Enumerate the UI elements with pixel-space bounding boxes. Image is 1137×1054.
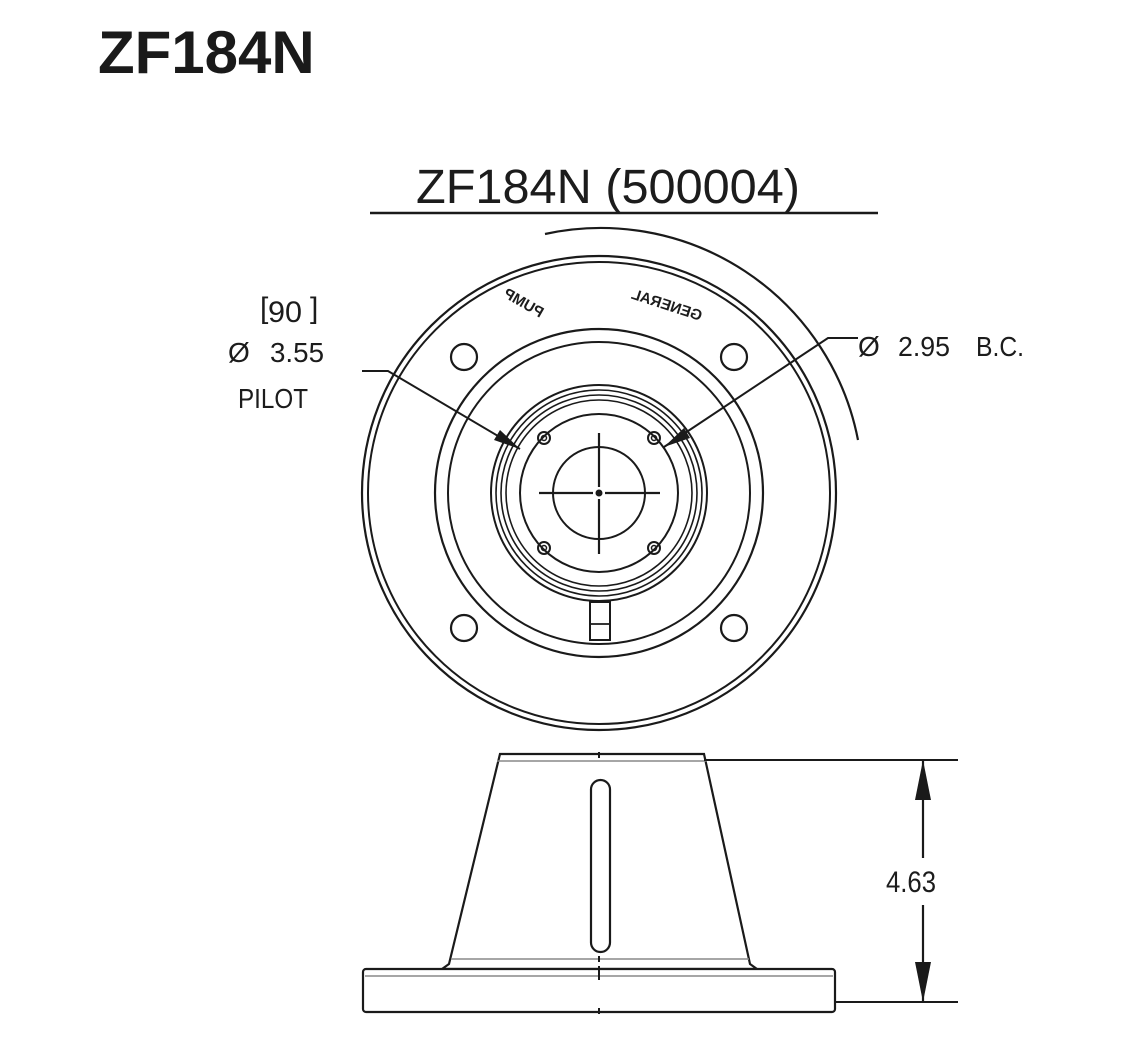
side-slot: [589, 778, 612, 954]
svg-text:[: [: [260, 292, 269, 325]
small-bolt-holes: [537, 431, 661, 555]
dimension-arrow-up-icon: [915, 760, 931, 800]
bore-ring: [519, 413, 679, 573]
svg-text:GENERAL: GENERAL: [629, 286, 704, 325]
embossed-text: PUMP GENERAL: [500, 285, 704, 325]
mounting-holes: [449, 342, 749, 643]
outer-reference-arc: [544, 226, 860, 441]
bc-diameter-symbol: Ø: [858, 331, 880, 362]
cone-body: [438, 752, 761, 971]
pilot-label: PILOT: [238, 383, 308, 414]
bolt-circle-callout: Ø 2.95 B.C.: [858, 331, 1024, 362]
pilot-diameter-symbol: Ø: [228, 337, 250, 368]
top-view: [360, 226, 860, 732]
page-title: ZF184N: [98, 19, 315, 86]
side-view: [361, 752, 958, 1014]
pilot-bracket-value: 90: [268, 296, 302, 329]
dimension-arrow-down-icon: [915, 962, 931, 1002]
pilot-diameter-value: 3.55: [270, 337, 324, 368]
bc-leader: [663, 337, 858, 448]
pilot-leader: [362, 370, 521, 450]
svg-text:]: ]: [310, 292, 318, 325]
view-title: ZF184N (500004): [416, 161, 800, 214]
key-slot: [589, 601, 611, 641]
bc-label: B.C.: [976, 331, 1024, 362]
outer-flange-circle: [360, 254, 838, 732]
pilot-arrow-icon: [494, 430, 520, 449]
pilot-callout: [ 90 ] Ø 3.55 PILOT: [228, 292, 324, 414]
bc-arrow-icon: [664, 428, 690, 447]
bc-diameter-value: 2.95: [898, 331, 950, 362]
height-dimension-value: 4.63: [886, 866, 936, 899]
svg-text:PUMP: PUMP: [500, 285, 546, 321]
center-point: [595, 489, 603, 497]
inner-ring-circle: [433, 327, 765, 659]
